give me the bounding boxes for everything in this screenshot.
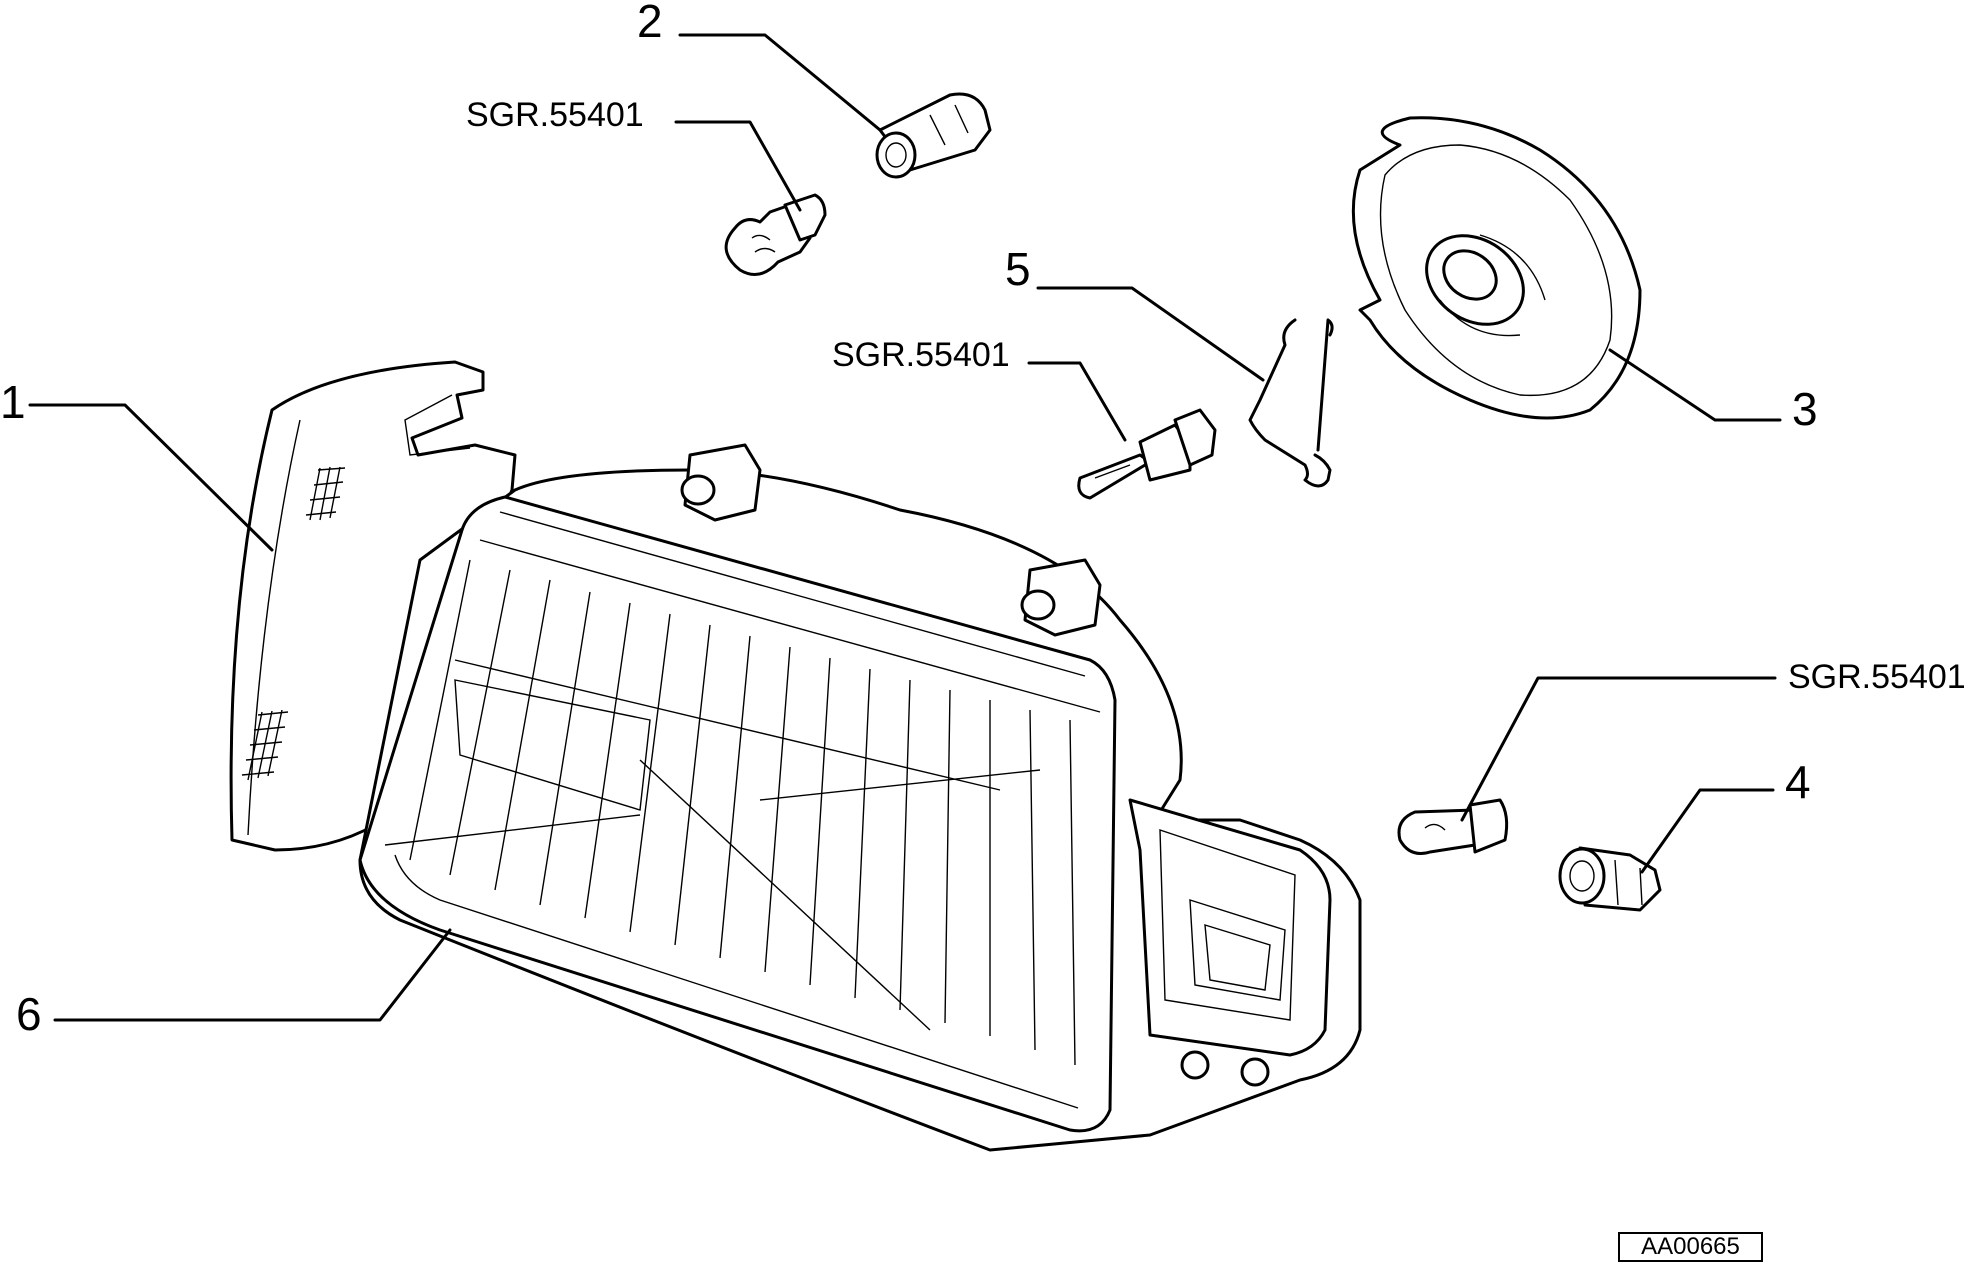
- reference-code: AA00665: [1618, 1232, 1763, 1262]
- callout-4: 4: [1785, 756, 1811, 808]
- callout-3: 3: [1792, 383, 1818, 435]
- headlamp-housing: [358, 443, 1362, 1152]
- bulb-code-middle: SGR.55401: [832, 336, 1010, 374]
- callout-5: 5: [1005, 243, 1031, 295]
- leader-lines: [28, 33, 1782, 1022]
- bulb-right: [1397, 798, 1509, 855]
- callout-6: 6: [16, 988, 42, 1040]
- callout-1: 1: [0, 376, 26, 428]
- bulb-code-top: SGR.55401: [466, 96, 644, 134]
- reflector-cover: [1351, 116, 1642, 420]
- bulb-code-right: SGR.55401: [1788, 658, 1966, 696]
- bulb-holder-right: [1558, 846, 1662, 912]
- bulb-top: [724, 193, 827, 276]
- callout-2: 2: [637, 0, 663, 47]
- halogen-bulb: [1077, 408, 1217, 500]
- turn-signal-lens: [229, 360, 517, 852]
- bulb-holder-top: [875, 92, 992, 179]
- retaining-clip: [1248, 318, 1334, 488]
